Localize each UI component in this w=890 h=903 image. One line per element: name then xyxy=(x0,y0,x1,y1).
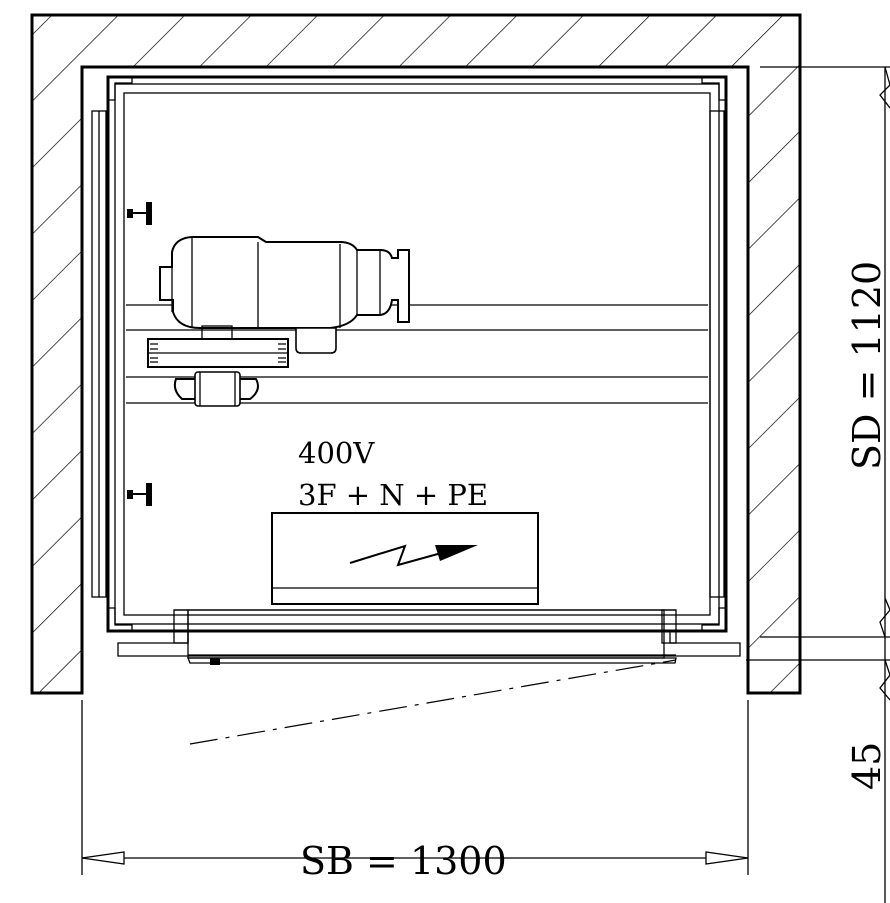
rail-bracket-upper xyxy=(127,202,152,225)
shaft-width-label: SB = 1300 xyxy=(300,839,507,883)
offset-dimension-label: 45 xyxy=(845,742,889,790)
phases-label: 3F + N + PE xyxy=(298,478,488,512)
shaft-depth-label: SD = 1120 xyxy=(845,261,889,470)
depth-dimension-line xyxy=(746,66,890,903)
drive-motor xyxy=(159,236,410,354)
power-supply-box xyxy=(271,512,539,605)
deflection-pulley xyxy=(173,371,259,407)
lightning-bolt-icon xyxy=(349,544,478,567)
left-guide-rail xyxy=(91,110,107,598)
rail-bracket-lower xyxy=(127,483,152,506)
traction-sheave xyxy=(147,338,289,368)
right-guide-rail xyxy=(709,110,725,598)
door-center-line xyxy=(189,659,677,745)
voltage-label: 400V xyxy=(298,436,375,470)
width-dimension-line xyxy=(81,700,749,875)
landing-door xyxy=(108,609,741,665)
